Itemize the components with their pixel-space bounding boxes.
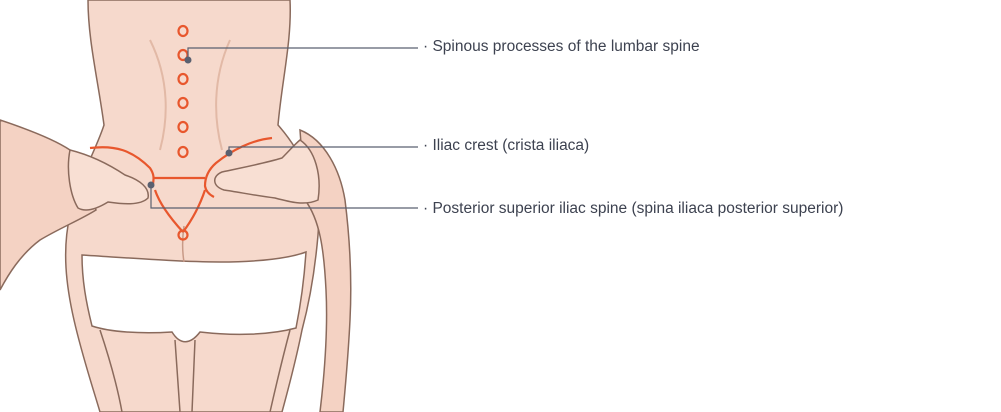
leader-dot-psis — [148, 182, 155, 189]
label-iliac-crest: · Iliac crest (crista iliaca) — [423, 137, 589, 155]
underwear — [82, 252, 306, 342]
torso — [66, 0, 319, 412]
label-posterior-superior-iliac-spine: · Posterior superior iliac spine (spina … — [423, 200, 843, 218]
leader-dot-spinous — [185, 57, 192, 64]
leader-dot-iliac-crest — [226, 150, 233, 157]
label-spinous-processes: · Spinous processes of the lumbar spine — [423, 38, 700, 56]
